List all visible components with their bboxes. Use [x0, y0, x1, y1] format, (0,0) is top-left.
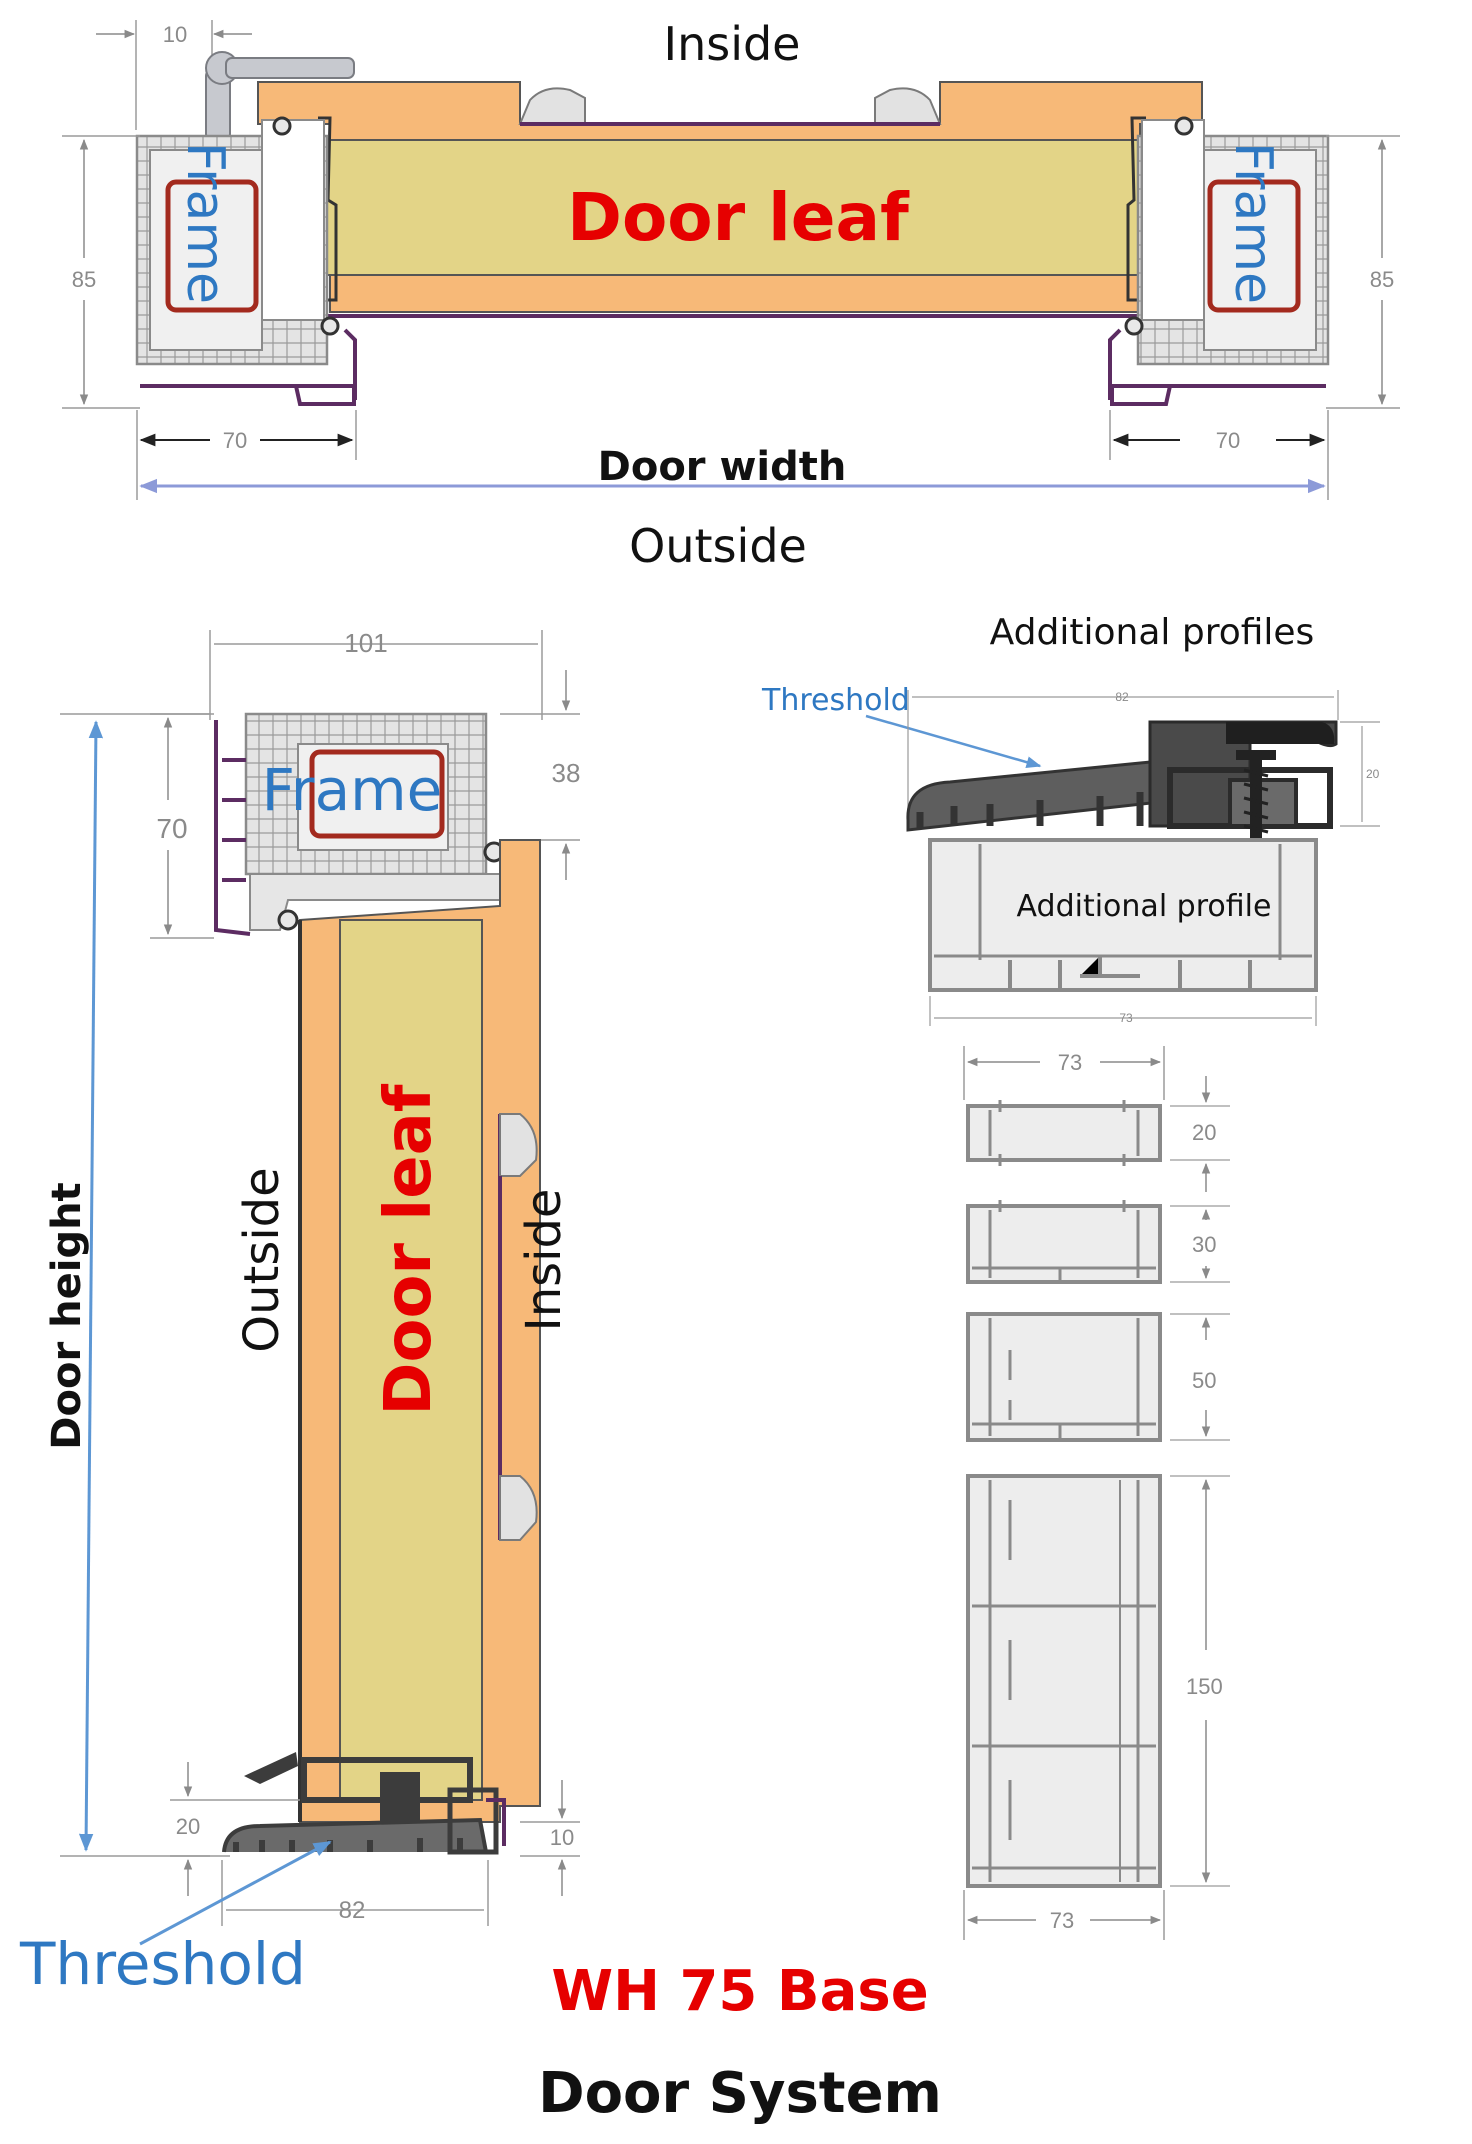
- threshold-dim-height-label: 20: [1366, 767, 1380, 781]
- profile-150: 150: [966, 1474, 1230, 1888]
- additional-profiles-section: Additional profiles Threshold 82 20: [761, 612, 1380, 1940]
- additional-profile-width-label: 73: [1119, 1011, 1133, 1025]
- dim-threshold-height-label: 20: [176, 1814, 200, 1839]
- dim-width-right-label: 70: [1216, 428, 1240, 453]
- profile-50-height-label: 50: [1192, 1368, 1216, 1393]
- hinge-icon: [205, 51, 355, 141]
- side-inside-label: Inside: [516, 1189, 572, 1332]
- dim-threshold-width: 82: [221, 1860, 489, 1926]
- side-outside-label: Outside: [234, 1167, 290, 1352]
- top-door-leaf-label: Door leaf: [567, 179, 910, 256]
- side-frame: Frame: [214, 712, 505, 936]
- dim-top-offset: 10: [96, 20, 252, 130]
- door-height-label: Door height: [44, 1182, 90, 1449]
- dim-threshold-width-label: 82: [339, 1897, 366, 1924]
- dim-top-offset-label: 10: [163, 22, 187, 47]
- threshold-profile: [906, 720, 1338, 832]
- profile-50: 50: [966, 1312, 1230, 1442]
- profile-20-height-label: 20: [1192, 1120, 1216, 1145]
- profile-150-height-label: 150: [1186, 1674, 1223, 1699]
- threshold-dim-width: 82: [907, 690, 1339, 830]
- dim-width-left-label: 70: [223, 428, 247, 453]
- dim-width-left: 70: [136, 410, 357, 460]
- profile-stack: 73 20: [963, 1046, 1230, 1940]
- dim-height-right-label: 85: [1370, 267, 1394, 292]
- side-threshold-label: Threshold: [19, 1930, 306, 1998]
- threshold-callout: Threshold: [761, 683, 1042, 769]
- door-height-dimension: Door height: [44, 713, 210, 1857]
- profile-stack-top-width-label: 73: [1058, 1050, 1082, 1075]
- profile-stack-bottom-width: 73: [963, 1890, 1165, 1940]
- additional-profile-block: Additional profile 73: [928, 838, 1318, 1026]
- dim-height-left: 85: [62, 135, 140, 409]
- profile-stack-top-width: 73: [963, 1046, 1165, 1100]
- profile-30-height-label: 30: [1192, 1232, 1216, 1257]
- top-frame-left: Frame: [135, 116, 357, 406]
- side-threshold: [222, 1752, 506, 1855]
- profile-30: 30: [966, 1200, 1230, 1284]
- dim-bottom-gap: 10: [520, 1780, 580, 1896]
- dim-height-left-label: 85: [72, 267, 96, 292]
- side-threshold-callout: Threshold: [19, 1840, 332, 1998]
- profile-20: 20: [966, 1076, 1230, 1192]
- top-door-leaf: Door leaf: [257, 81, 1203, 318]
- product-name: WH 75 Base: [551, 1959, 928, 2024]
- footer: WH 75 Base Door System: [538, 1959, 942, 2126]
- top-frame-left-label: Frame: [175, 142, 235, 304]
- additional-profile-label: Additional profile: [1017, 889, 1272, 924]
- side-section: 101 70 38 Door height: [19, 628, 580, 1998]
- top-frame-right-label: Frame: [1223, 142, 1283, 304]
- top-frame-right: Frame: [1108, 116, 1330, 406]
- side-door-leaf-label: Door leaf: [372, 1083, 446, 1415]
- dim-depth: 101: [209, 628, 543, 720]
- dim-overlap-label: 38: [552, 758, 581, 788]
- dim-height-right: 85: [1326, 135, 1400, 409]
- top-inside-label: Inside: [664, 17, 801, 71]
- dim-width-right: 70: [1109, 410, 1329, 460]
- side-door-leaf: Door leaf: [298, 839, 541, 1823]
- threshold-label: Threshold: [761, 683, 910, 718]
- door-width-label: Door width: [598, 444, 847, 490]
- dim-frame-height-label: 70: [156, 813, 187, 844]
- top-outside-label: Outside: [629, 519, 807, 573]
- dim-bottom-gap-label: 10: [550, 1825, 574, 1850]
- screw-icon: [1236, 750, 1276, 860]
- top-section: 10 Inside Door leaf: [62, 17, 1400, 573]
- side-frame-label: Frame: [262, 756, 443, 824]
- dim-threshold-height: 20: [170, 1762, 300, 1896]
- product-subtitle: Door System: [538, 2061, 942, 2126]
- profile-stack-bottom-width-label: 73: [1050, 1908, 1074, 1933]
- dim-depth-label: 101: [344, 628, 387, 658]
- dim-frame-height: 70: [150, 713, 214, 939]
- threshold-dim-width-label: 82: [1115, 690, 1129, 704]
- door-width-dimension: Door width: [136, 444, 1329, 500]
- additional-profiles-title: Additional profiles: [990, 612, 1315, 653]
- threshold-dim-height: 20: [1340, 721, 1380, 827]
